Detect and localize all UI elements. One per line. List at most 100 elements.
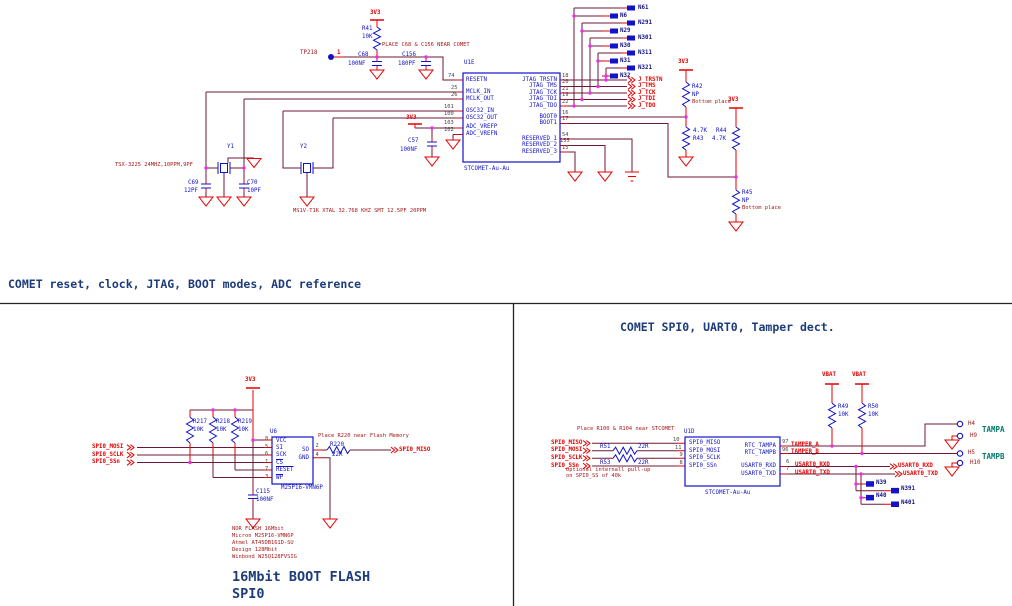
section-dividers xyxy=(0,302,1012,606)
resistor-r217 xyxy=(185,416,195,444)
val-r44: 4.7K xyxy=(712,136,726,142)
net-usart0-txd-l: USART0_TXD xyxy=(795,469,830,476)
pin-name-u1d-tampa: RTC_TAMPA xyxy=(744,442,776,449)
note-y2: MS1V-T1K XTAL 32.768 KHZ SMT 12.5PF 20PP… xyxy=(293,207,427,214)
stub-n401: N401 xyxy=(901,499,915,506)
val-c68: 100NF xyxy=(348,60,366,67)
resistor-r44 xyxy=(731,126,741,151)
crystal-y1 xyxy=(217,162,231,174)
pinnum-u6-4: 4 xyxy=(315,451,319,458)
net-usart0-txd-r: USART0_TXD xyxy=(903,470,938,477)
part-u1e: STCOMET-Au-Au xyxy=(464,166,510,172)
pin-name-osc32-in: OSC32_IN xyxy=(466,107,494,114)
net-spi0-mosi-r: SPI0_MOSI xyxy=(551,447,583,454)
ref-r50: R50 xyxy=(868,404,879,410)
ref-r43: R43 xyxy=(693,136,704,142)
ref-u1e: U1E xyxy=(464,60,475,66)
net-tampa: TAMPA xyxy=(982,424,1005,434)
header-h9 xyxy=(956,432,964,440)
net-j-tms: J_TMS xyxy=(638,83,656,89)
pwr-3v3-r41: 3V3 xyxy=(370,10,381,16)
pinnum-u1d-8: 8 xyxy=(679,459,683,466)
ref-y1: Y1 xyxy=(227,144,234,150)
pinnum-u1d-9: 9 xyxy=(679,452,683,458)
pinnum-u6-6: 6 xyxy=(265,451,269,457)
part-u1d: STCOMET-Au-Au xyxy=(705,489,751,496)
header-h10 xyxy=(956,459,964,467)
ground-symbols xyxy=(197,69,961,529)
note-pullup-2: on SPI0_SS of 40k xyxy=(566,473,622,479)
pin-name-adc-vrefn: ADC_VREFN xyxy=(466,131,498,137)
pin-name-u1d-sclk: SPI0_SCLK xyxy=(689,455,721,462)
resistor-r50 xyxy=(857,402,867,429)
pinnum-u6-2: 2 xyxy=(315,442,319,449)
stub-n6: N6 xyxy=(620,12,627,19)
net-usart0-rxd-r: USART0_RXD xyxy=(898,462,933,469)
resistor-r49 xyxy=(827,402,837,429)
pinnum-21: 21 xyxy=(562,85,569,92)
pwr-3v3-r44: 3V3 xyxy=(728,97,739,103)
ref-y2: Y2 xyxy=(300,144,307,150)
ref-h10: H10 xyxy=(970,459,981,466)
resistor-r220 xyxy=(326,445,351,455)
stub-n29: N29 xyxy=(620,27,631,34)
pin-name-u1d-rxd: USART0_RXD xyxy=(741,463,776,469)
ref-r220: R220 xyxy=(330,441,344,448)
stub-n31: N31 xyxy=(620,57,631,64)
resistor-r51 xyxy=(612,446,638,456)
pinnum-u6-3: 3 xyxy=(265,473,269,480)
capacitor-c68 xyxy=(372,60,382,67)
net-spi0-miso-r: SPI0_MISO xyxy=(551,439,583,446)
ref-h4: H4 xyxy=(968,420,975,427)
ref-r51: R51 xyxy=(600,444,611,451)
resistor-r41 xyxy=(372,26,382,51)
pinnum-74: 74 xyxy=(448,72,455,79)
ref-h5: H5 xyxy=(968,450,975,456)
note-r220: Place R220 near Flash Memory xyxy=(318,432,409,439)
ic-u1d xyxy=(684,436,781,487)
pwr-vbat-1: VBAT xyxy=(822,372,836,378)
stub-n40: N40 xyxy=(876,493,887,500)
net-usart0-rxd-l: USART0_RXD xyxy=(795,461,830,468)
pin-name-u1d-txd: USART0_TXD xyxy=(741,470,776,477)
ref-r219: R219 xyxy=(238,419,252,425)
resistor-r53 xyxy=(612,453,638,463)
pin-name-jtag-tdo: JTAG_TDO xyxy=(529,102,557,109)
val-r49: 10K xyxy=(838,412,849,418)
crystal-symbols xyxy=(217,162,314,174)
ref-u1d: U1D xyxy=(684,428,695,435)
pinnum-100: 100 xyxy=(444,110,454,117)
pin-name-u1d-mosi: SPI0_MOSI xyxy=(689,447,721,454)
net-j-tck: J_TCK xyxy=(638,89,656,96)
ref-c70: C70 xyxy=(247,179,258,186)
note-flash-1: NOR FLASH 16Mbit xyxy=(232,526,284,532)
pin-name-reserved2: RESERVED_2 xyxy=(522,142,557,148)
pin-name-u6-gnd: GND xyxy=(298,454,309,461)
pin-name-reserved1: RESERVED_1 xyxy=(522,135,557,142)
ref-r44: R44 xyxy=(716,128,727,134)
pin-name-reserved3: RESERVED_3 xyxy=(522,148,557,155)
ref-c156: C156 xyxy=(402,52,416,58)
offpage-chevron-icons xyxy=(126,76,903,478)
net-stub-boxes xyxy=(610,5,899,507)
pin-name-jtag-trstn: JTAG_TRSTN xyxy=(522,76,557,83)
val-r53: 22R xyxy=(638,459,649,466)
pin-name-u6-sck: SCK xyxy=(276,452,287,458)
pin-name-u6-vcc: VCC xyxy=(276,437,287,444)
pin-name-u6-cs: CS xyxy=(276,459,283,466)
pin-name-u6-so: SO xyxy=(302,446,309,453)
pinnum-u1d-96: 96 xyxy=(782,446,789,453)
pinnum-25: 25 xyxy=(451,84,458,91)
pin-name-osc32-out: OSC32_OUT xyxy=(466,114,498,121)
ref-c69: C69 xyxy=(188,179,199,186)
pin-name-boot1: BOOT1 xyxy=(539,120,557,126)
capacitor-c70 xyxy=(239,183,249,189)
val-r42: NP xyxy=(692,92,699,98)
pin-name-jtag-tck: JTAG_TCK xyxy=(529,89,557,96)
pinnum-22: 22 xyxy=(562,98,569,105)
net-j-tdo: J_TDO xyxy=(638,102,656,109)
note-flash-3: Atmel AT45DB161D-SU xyxy=(232,540,294,546)
ref-c68: C68 xyxy=(358,52,369,58)
